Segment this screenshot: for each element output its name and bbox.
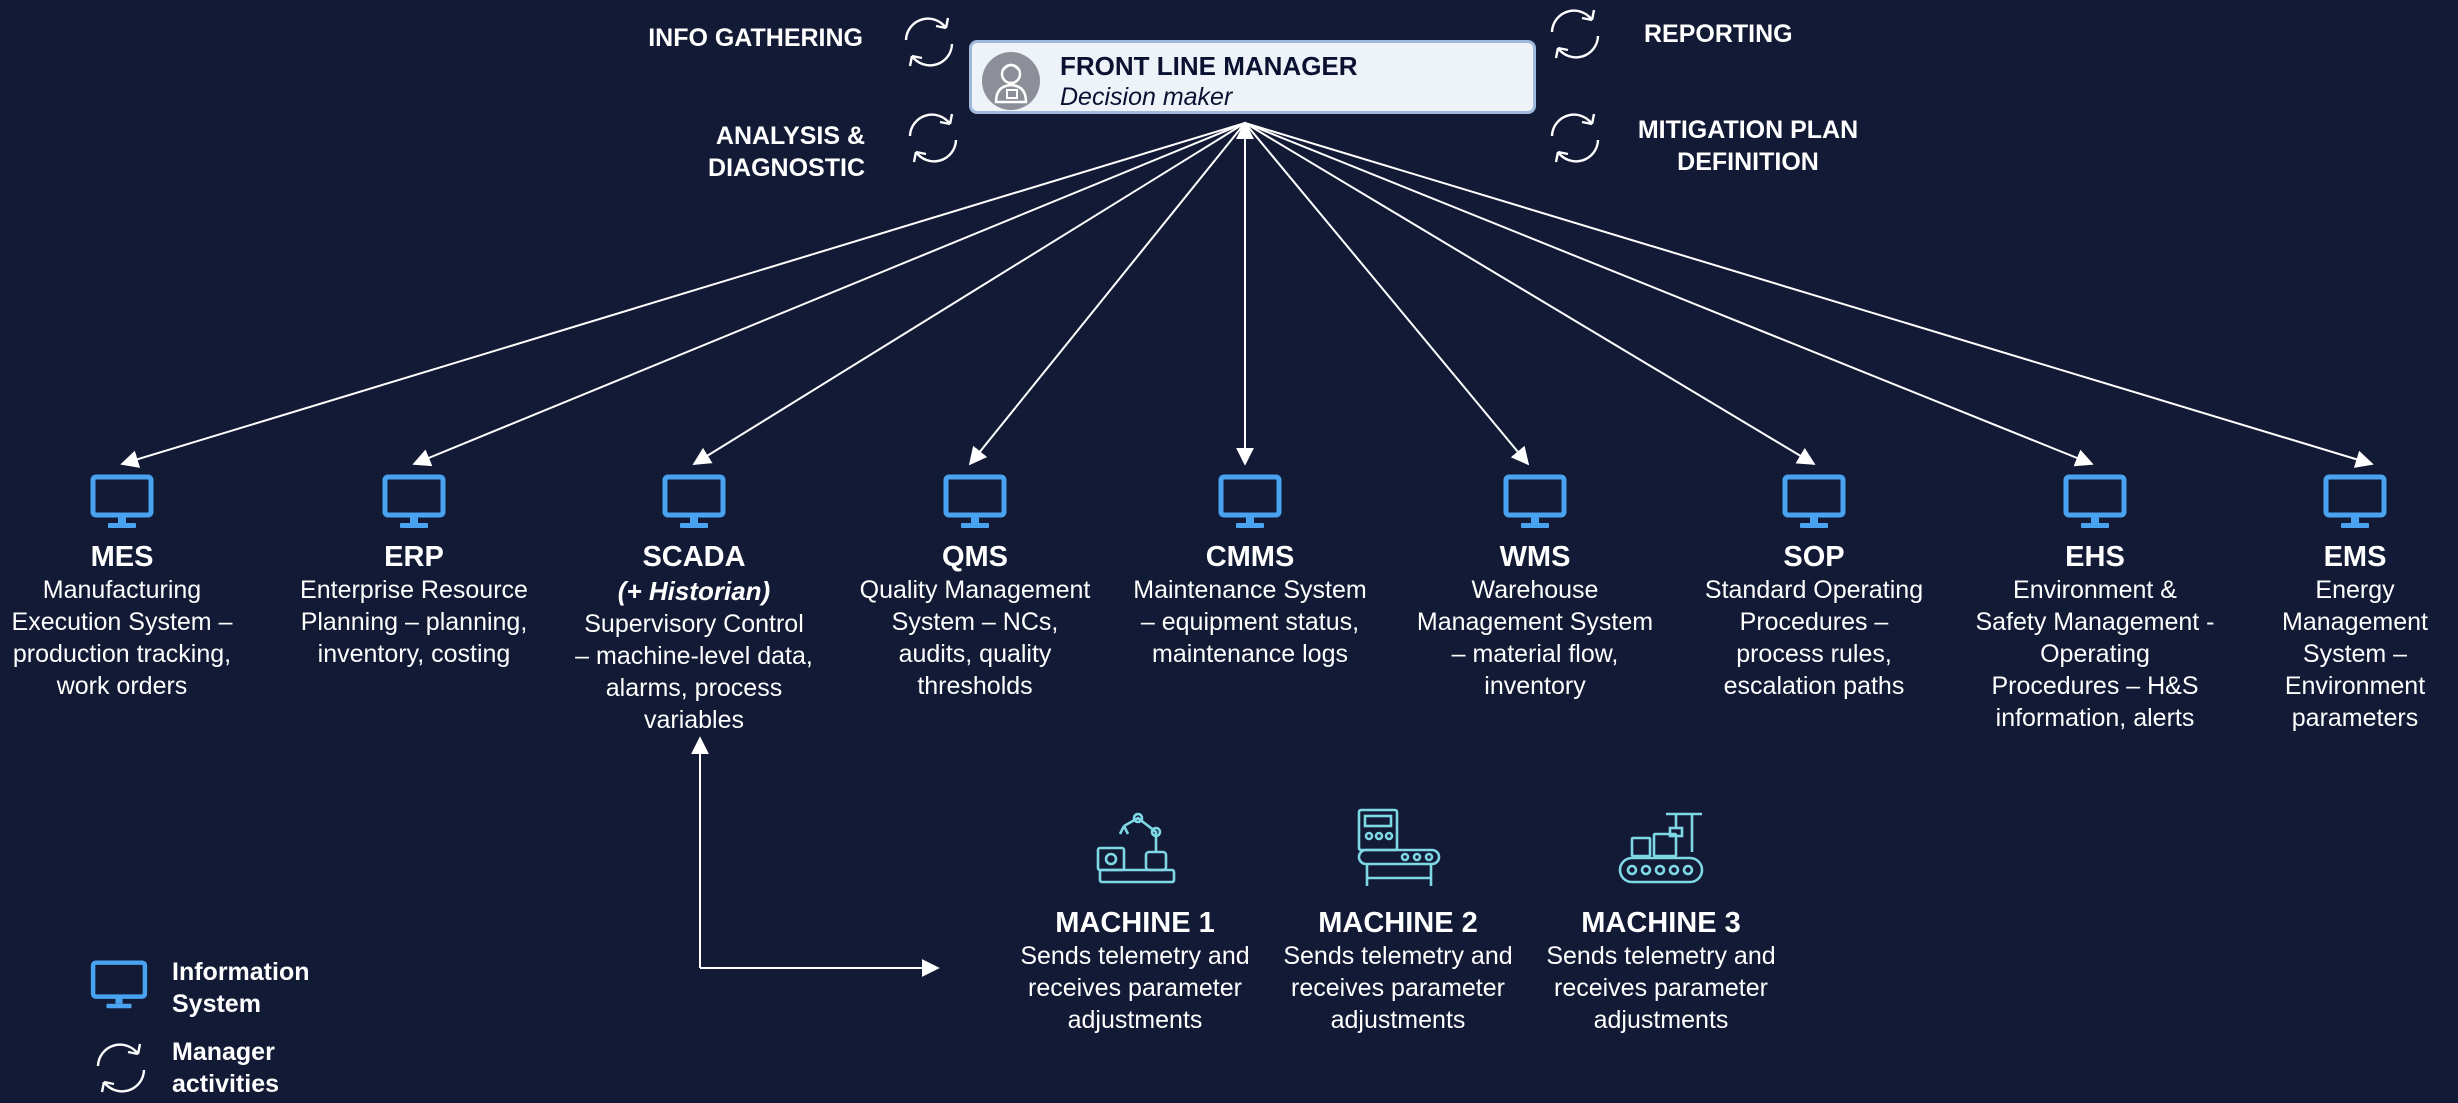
manager-avatar-icon bbox=[982, 52, 1040, 110]
monitor-icon bbox=[2323, 474, 2387, 528]
monitor-icon bbox=[943, 474, 1007, 528]
system-ems: EMS Energy Management System – Environme… bbox=[2252, 474, 2458, 734]
system-wms: WMS Warehouse Management System – materi… bbox=[1415, 474, 1655, 702]
system-description: Energy Management System – Environment p… bbox=[2282, 576, 2428, 732]
system-scada: SCADA (+ Historian) Supervisory Control … bbox=[574, 474, 814, 736]
system-description: Enterprise Resource Planning – planning,… bbox=[300, 576, 528, 668]
legend-manager-activities: Manager activities bbox=[172, 1038, 280, 1098]
monitor-icon bbox=[90, 474, 154, 528]
system-description: Maintenance System – equipment status, m… bbox=[1133, 576, 1367, 668]
system-description: Standard Operating Procedures – process … bbox=[1704, 576, 1924, 700]
monitor-icon bbox=[1503, 474, 1567, 528]
activity-reporting: REPORTING bbox=[1644, 18, 1793, 50]
system-description: Manufacturing Execution System – product… bbox=[11, 576, 233, 700]
activity-analysis-line2: DIAGNOSTIC bbox=[708, 154, 865, 182]
cycle-arrows-icon bbox=[904, 17, 954, 67]
monitor-icon bbox=[382, 474, 446, 528]
activity-mitigation-line1: MITIGATION PLAN bbox=[1637, 116, 1859, 144]
machine-2: MACHINE 2 Sends telemetry and receives p… bbox=[1283, 808, 1513, 1036]
monitor-icon bbox=[662, 474, 726, 528]
arrow-to-qms bbox=[968, 122, 1246, 466]
cycle-arrows-icon bbox=[1550, 9, 1600, 59]
arrow-to-ems bbox=[1244, 122, 2374, 468]
system-subtitle: (+ Historian) bbox=[617, 576, 771, 606]
system-name: CMMS bbox=[1205, 541, 1295, 573]
machine-description: Sends telemetry and receives parameter a… bbox=[1546, 942, 1776, 1034]
monitor-icon bbox=[2063, 474, 2127, 528]
monitor-icon bbox=[1218, 474, 1282, 528]
conveyor-icon bbox=[1618, 812, 1704, 884]
manager-title: FRONT LINE MANAGER bbox=[1060, 51, 1358, 81]
arrow-to-scada bbox=[692, 122, 1246, 465]
activity-analysis-line1: ANALYSIS & bbox=[715, 122, 865, 150]
arrow-to-mes bbox=[120, 122, 1246, 468]
machine-description: Sends telemetry and receives parameter a… bbox=[1020, 942, 1250, 1034]
system-description: Quality Management System – NCs, audits,… bbox=[859, 576, 1091, 700]
activity-info-gathering: INFO GATHERING bbox=[648, 22, 863, 54]
machine-name: MACHINE 2 bbox=[1318, 907, 1478, 939]
cycle-arrows-icon bbox=[1550, 113, 1600, 163]
activity-reporting-label: REPORTING bbox=[1644, 20, 1793, 48]
system-ehs: EHS Environment & Safety Management - Op… bbox=[1975, 474, 2215, 734]
system-name: EMS bbox=[2323, 541, 2387, 573]
system-cmms: CMMS Maintenance System – equipment stat… bbox=[1130, 474, 1370, 670]
arrow-to-wms bbox=[1244, 122, 1530, 466]
cycle-arrows-icon bbox=[96, 1043, 146, 1093]
system-name: EHS bbox=[2065, 541, 2125, 573]
system-description: Environment & Safety Management - Operat… bbox=[1975, 576, 2215, 732]
arrow-to-erp bbox=[412, 122, 1246, 467]
activity-mitigation-line2: DEFINITION bbox=[1677, 148, 1819, 176]
monitor-icon bbox=[90, 960, 148, 1009]
activity-info-gathering-label: INFO GATHERING bbox=[648, 24, 863, 52]
front-line-manager-box: FRONT LINE MANAGER Decision maker bbox=[969, 40, 1536, 114]
cycle-arrows-icon bbox=[908, 113, 958, 163]
arrow-to-sop bbox=[1244, 122, 1816, 465]
system-name: ERP bbox=[384, 541, 444, 573]
machine-1: MACHINE 1 Sends telemetry and receives p… bbox=[1020, 808, 1250, 1036]
system-qms: QMS Quality Management System – NCs, aud… bbox=[855, 474, 1095, 702]
machine-3: MACHINE 3 Sends telemetry and receives p… bbox=[1546, 808, 1776, 1036]
system-description: Supervisory Control – machine-level data… bbox=[575, 610, 813, 734]
system-mes: MES Manufacturing Execution System – pro… bbox=[2, 474, 242, 702]
machine-name: MACHINE 3 bbox=[1581, 907, 1741, 939]
system-name: MES bbox=[90, 541, 154, 573]
machine-name: MACHINE 1 bbox=[1055, 907, 1215, 939]
system-name: WMS bbox=[1499, 541, 1571, 573]
system-name: QMS bbox=[941, 541, 1009, 573]
robot-arm-icon bbox=[1096, 812, 1176, 884]
system-name: SCADA bbox=[642, 541, 746, 573]
control-machine-icon bbox=[1357, 808, 1441, 886]
monitor-icon bbox=[1782, 474, 1846, 528]
activity-mitigation-plan: MITIGATION PLAN DEFINITION bbox=[1618, 114, 1878, 178]
system-description: Warehouse Management System – material f… bbox=[1416, 576, 1654, 700]
system-name: SOP bbox=[1783, 541, 1845, 573]
machine-description: Sends telemetry and receives parameter a… bbox=[1283, 942, 1513, 1034]
system-erp: ERP Enterprise Resource Planning – plann… bbox=[294, 474, 534, 670]
legend-information-system: Information System bbox=[172, 958, 310, 1018]
activity-analysis-diagnostic: ANALYSIS & DIAGNOSTIC bbox=[708, 120, 865, 184]
arrow-to-ehs bbox=[1244, 122, 2094, 467]
system-sop: SOP Standard Operating Procedures – proc… bbox=[1694, 474, 1934, 702]
manager-subtitle: Decision maker bbox=[1060, 83, 1233, 111]
